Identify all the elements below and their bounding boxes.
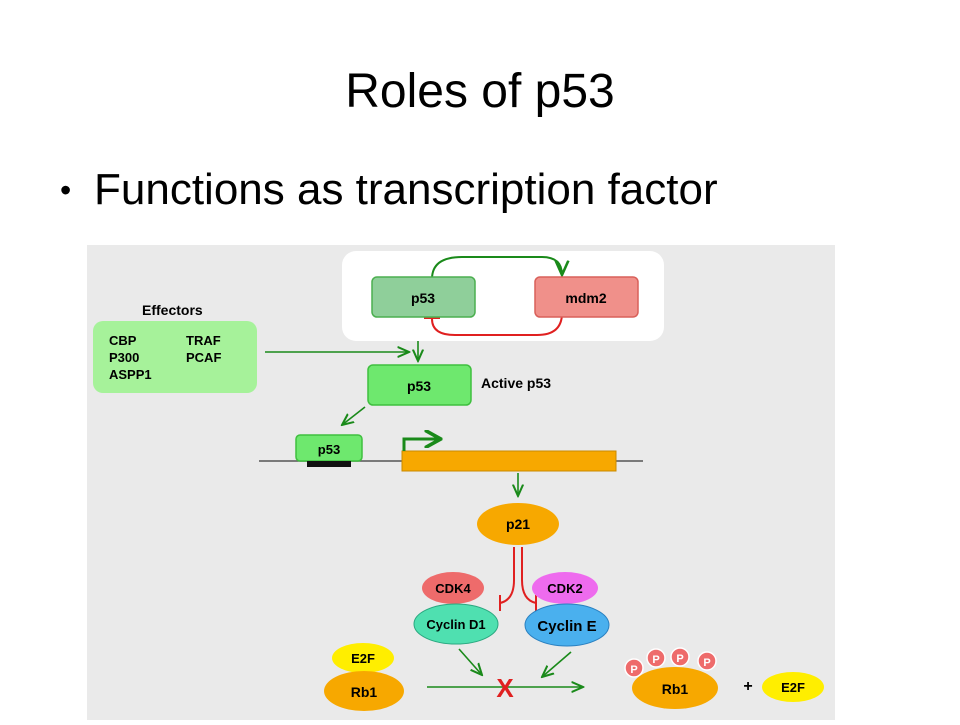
active-p53-box: p53 [367,364,472,406]
phosphate-group: P P P P [624,647,717,678]
mdm2-box: mdm2 [534,276,639,318]
mdm2-inhibit-p53-line [431,312,563,336]
active-p53-box-label: p53 [407,378,431,394]
cyclin-d1-node: Cyclin D1 [413,603,499,645]
effectors-box: CBP TRAF P300 PCAF ASPP1 [93,321,257,393]
response-element [307,461,351,467]
phosphate-label: P [630,664,637,676]
dna-binding-arrow [342,406,366,425]
active-p53-caption: Active p53 [481,375,551,391]
cyclin-d1-arrow [458,648,482,675]
p53-mdm2-feedback-loop: p53 mdm2 [342,251,664,341]
effector-item: ASPP1 [109,367,152,382]
phosphate-label: P [676,653,683,665]
phosphate-label: P [703,657,710,669]
cdk2-label: CDK2 [547,581,582,596]
rb1-right-node: Rb1 [632,667,718,709]
cdk4-label: CDK4 [435,581,471,596]
p53-to-mdm2-arrow [431,256,562,280]
plus-sign: + [743,678,752,695]
effector-item: PCAF [186,350,221,365]
target-gene-bar [401,450,617,472]
p21-inhibit-cyclin-d1 [499,547,515,604]
e2f-right-node: E2F [762,672,824,702]
cyclin-e-arrow [542,651,572,677]
bullet-item: • Functions as transcription factor [60,160,718,220]
transcription-start-arrow [402,439,439,451]
blocked-mark: X [496,673,514,703]
p21-node: p21 [477,503,559,545]
rb1-left-node: Rb1 [324,671,404,711]
mdm2-box-label: mdm2 [565,290,606,306]
p21-label: p21 [506,516,530,532]
effector-item: CBP [109,333,137,348]
p53-pathway-diagram: p53 mdm2 Effectors CBP TRAF P300 PCAF AS… [87,245,835,720]
e2f-left-label: E2F [351,651,375,666]
bullet-dot: • [60,172,72,208]
e2f-left-node: E2F [332,643,394,673]
e2f-right-label: E2F [781,680,805,695]
p21-inhibit-cyclin-e [521,547,537,604]
effectors-title: Effectors [142,302,203,318]
cyclin-e-node: Cyclin E [524,603,610,647]
p53-box: p53 [371,276,476,318]
dna-bound-p53-label: p53 [318,442,340,457]
effector-item: P300 [109,350,139,365]
bullet-text: Functions as transcription factor [94,165,718,214]
slide-title: Roles of p53 [345,65,615,118]
rb1-right-label: Rb1 [662,681,689,697]
cdk4-node: CDK4 [422,572,484,604]
cyclin-e-label: Cyclin E [537,618,596,635]
p53-box-label: p53 [411,290,435,306]
phosphate-label: P [652,654,659,666]
rb1-left-label: Rb1 [351,684,378,700]
cdk2-node: CDK2 [532,572,598,604]
effector-item: TRAF [186,333,221,348]
dna-bound-p53: p53 [295,434,363,462]
cyclin-d1-label: Cyclin D1 [426,617,485,632]
